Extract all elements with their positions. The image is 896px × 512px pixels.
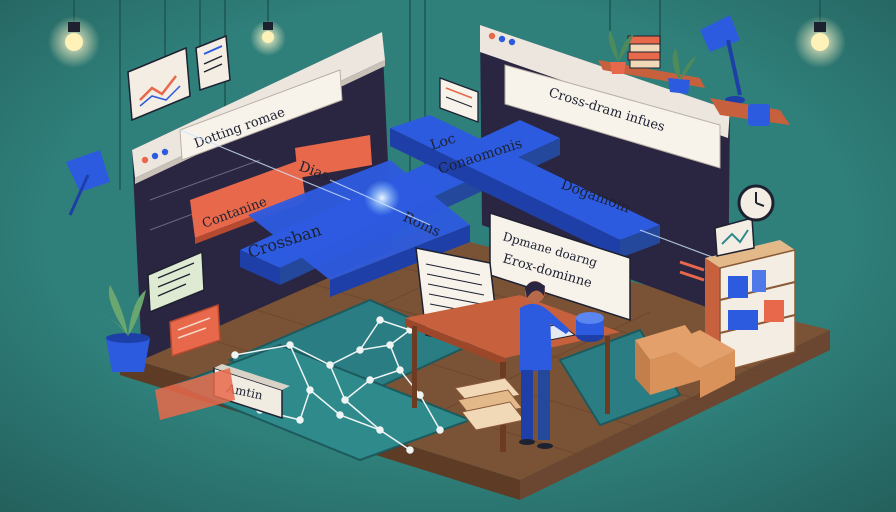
orange-note bbox=[169, 303, 221, 358]
hanging-bulb-icon bbox=[48, 16, 100, 68]
person-figure bbox=[519, 281, 570, 449]
checklist-note-icon bbox=[195, 34, 231, 92]
window-dots bbox=[141, 148, 169, 164]
book-stack bbox=[454, 377, 525, 431]
floor-accent bbox=[155, 368, 235, 420]
potted-plant-icon bbox=[98, 285, 150, 372]
crossing-beam-lower bbox=[248, 160, 470, 297]
wall-clock-icon bbox=[737, 184, 775, 222]
bookshelf bbox=[705, 240, 796, 373]
info-board: Dpmane doarng Erox-dominne bbox=[489, 211, 631, 322]
beam-label-loc: Loc bbox=[428, 131, 457, 154]
desk-lamp-icon bbox=[66, 150, 110, 216]
potted-plant-icon bbox=[608, 30, 634, 74]
window-dots bbox=[488, 32, 516, 46]
desk-lamp-icon bbox=[700, 15, 790, 126]
hanging-bulb-icon bbox=[794, 16, 846, 68]
hanging-bulb-icon bbox=[250, 20, 286, 56]
chart-note-icon bbox=[127, 46, 191, 122]
cardboard-boxes bbox=[635, 325, 735, 398]
potted-plant-icon bbox=[668, 48, 696, 94]
network-graph-icon bbox=[231, 316, 444, 454]
shelf-monitor bbox=[714, 217, 755, 257]
orange-block bbox=[295, 135, 372, 178]
connector-lines bbox=[179, 129, 721, 261]
